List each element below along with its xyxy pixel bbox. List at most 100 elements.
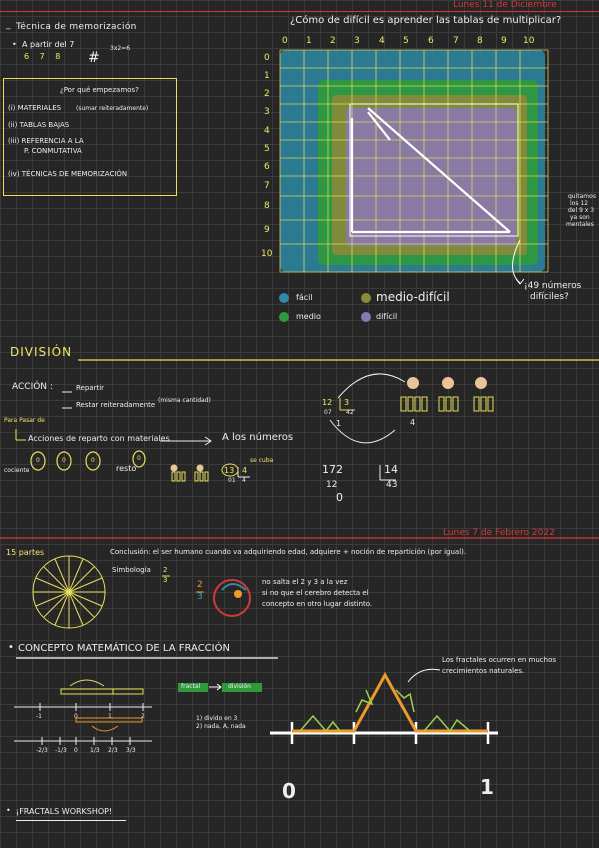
nl2-tick-2: -1/3 <box>55 747 67 754</box>
reason-3b: P. CONMUTATIVA <box>24 147 82 155</box>
col-1: 1 <box>306 36 312 46</box>
row-6: 6 <box>264 162 270 172</box>
grid-note: 3x2=6 <box>110 45 131 52</box>
symbology-den: 3 <box>163 576 168 584</box>
row-2: 2 <box>264 89 270 99</box>
calc3-dividend: 172 <box>322 463 343 476</box>
quantity-bars <box>171 396 494 482</box>
counter-3: 0 <box>91 457 95 464</box>
action-1: Repartir <box>76 384 105 392</box>
to-pass-label: Para Pasar de <box>4 417 45 424</box>
legend-easy: fácil <box>296 293 313 302</box>
row-9: 9 <box>264 225 270 235</box>
nl2-tick-5: 2/3 <box>108 747 118 754</box>
calc2-q: 4 <box>242 477 246 484</box>
brain-note-2: si no que el cerebro detecta el <box>262 589 369 597</box>
legend-hard: difícil <box>376 312 398 321</box>
row-4: 4 <box>264 126 270 136</box>
division-title: DIVISIÓN <box>10 345 73 359</box>
fractal-label: fractal <box>181 683 201 690</box>
calc2-note: se cuba <box>250 457 274 464</box>
quotient-label: cociente <box>4 467 30 474</box>
side-note-4: ya son <box>570 214 590 221</box>
calc3-sub: 12 <box>326 480 338 490</box>
symbology-num: 2 <box>163 566 168 574</box>
koch-fractal <box>270 668 498 744</box>
calc2-rem: 01 <box>228 477 236 484</box>
calc1-divisor: 3 <box>344 398 350 407</box>
legend-dot-hard <box>361 312 371 322</box>
finger-icon: 6 7 8 <box>24 52 65 61</box>
brain-head-icon <box>213 579 251 617</box>
hash-grid-icon: # <box>88 50 100 66</box>
side-note-1: quitamos <box>568 193 596 200</box>
date-top: Lunes 11 de Diciembre <box>453 0 557 10</box>
legend-dot-easy <box>279 293 289 303</box>
action-2: Restar reiteradamente <box>76 401 156 409</box>
fractal-note-2: crecimientos naturales. <box>442 667 525 675</box>
reason-1-note: (sumar reiteradamente) <box>76 105 149 112</box>
calc1-one: 1 <box>336 419 342 428</box>
row-3: 3 <box>264 107 270 117</box>
reasons-box <box>3 78 177 196</box>
number-line-diagram <box>14 679 152 745</box>
nl2-tick-4: 1/3 <box>90 747 100 754</box>
counter-4: 0 <box>137 455 141 462</box>
side-note-3: del 9 x 3 <box>568 207 595 214</box>
row-8: 8 <box>264 201 270 211</box>
conclusion: Conclusión: el ser humano cuando va adqu… <box>110 548 467 556</box>
calc1-rem: 07 <box>324 409 332 416</box>
col-5: 5 <box>403 36 409 46</box>
concept-title: CONCEPTO MATEMÁTICO DE LA FRACCIÓN <box>18 643 230 654</box>
why-question: ¿Por qué empezamos? <box>60 86 139 94</box>
fraction-num: 2 <box>197 580 203 590</box>
reason-1: (i) MATERIALES <box>8 104 62 112</box>
legend-dot-medium-hard <box>361 293 371 303</box>
row-10: 10 <box>261 249 273 259</box>
from-seven: A partir del 7 <box>22 40 75 49</box>
calc1-q: 42 <box>346 409 354 416</box>
nl-tick-0: 0 <box>74 713 78 720</box>
top-rule <box>0 11 599 12</box>
fraction-den: 3 <box>197 592 203 602</box>
division-box <box>222 683 262 692</box>
koch-one: 1 <box>480 775 494 799</box>
legend-medium-hard: medio-difícil <box>376 290 450 304</box>
action-colon: : <box>50 382 54 392</box>
action-2-note: (misma cantidad) <box>158 397 211 404</box>
date-mid: Lunes 7 de Febrero 2022 <box>443 528 555 538</box>
chart-title: ¿Cómo de difícil es aprender las tablas … <box>290 15 562 26</box>
children-faces <box>170 377 487 472</box>
brain-note-1: no salta el 2 y 3 a la vez <box>262 578 348 586</box>
technique-title: Técnica de memorización <box>16 22 137 32</box>
row-7: 7 <box>264 181 270 191</box>
row-1: 1 <box>264 71 270 81</box>
row-0: 0 <box>264 53 270 63</box>
brain-note-3: concepto en otro lugar distinto. <box>262 600 373 608</box>
legend-medium: medio <box>296 312 321 321</box>
reason-2: (ii) TABLAS BAJAS <box>8 121 70 129</box>
fractal-box <box>178 683 208 692</box>
col-2: 2 <box>330 36 336 46</box>
band-hard <box>346 108 516 246</box>
col-8: 8 <box>477 36 483 46</box>
calc4-four: 4 <box>410 418 416 427</box>
reason-3: (iii) REFERENCIA A LA <box>8 137 84 145</box>
nl2-tick-3: 0 <box>74 747 78 754</box>
col-3: 3 <box>354 36 360 46</box>
counter-2: 0 <box>62 457 66 464</box>
col-9: 9 <box>501 36 507 46</box>
calc2-dividend: 13 <box>224 466 235 475</box>
sharing-actions: Acciones de reparto con materiales <box>28 434 170 443</box>
reparto-arrow <box>337 373 406 399</box>
symbology-label: Simbología <box>112 566 151 574</box>
concept-bullet: • <box>8 642 14 653</box>
action-label: ACCIÓN <box>12 382 48 392</box>
difficulty-triangle <box>350 107 511 234</box>
row-5: 5 <box>264 144 270 154</box>
division-label: división <box>228 683 251 690</box>
col-4: 4 <box>379 36 385 46</box>
bullet-dash: _ <box>6 20 11 30</box>
reason-4: (iv) TÉCNICAS DE MEMORIZACIÓN <box>8 170 128 178</box>
